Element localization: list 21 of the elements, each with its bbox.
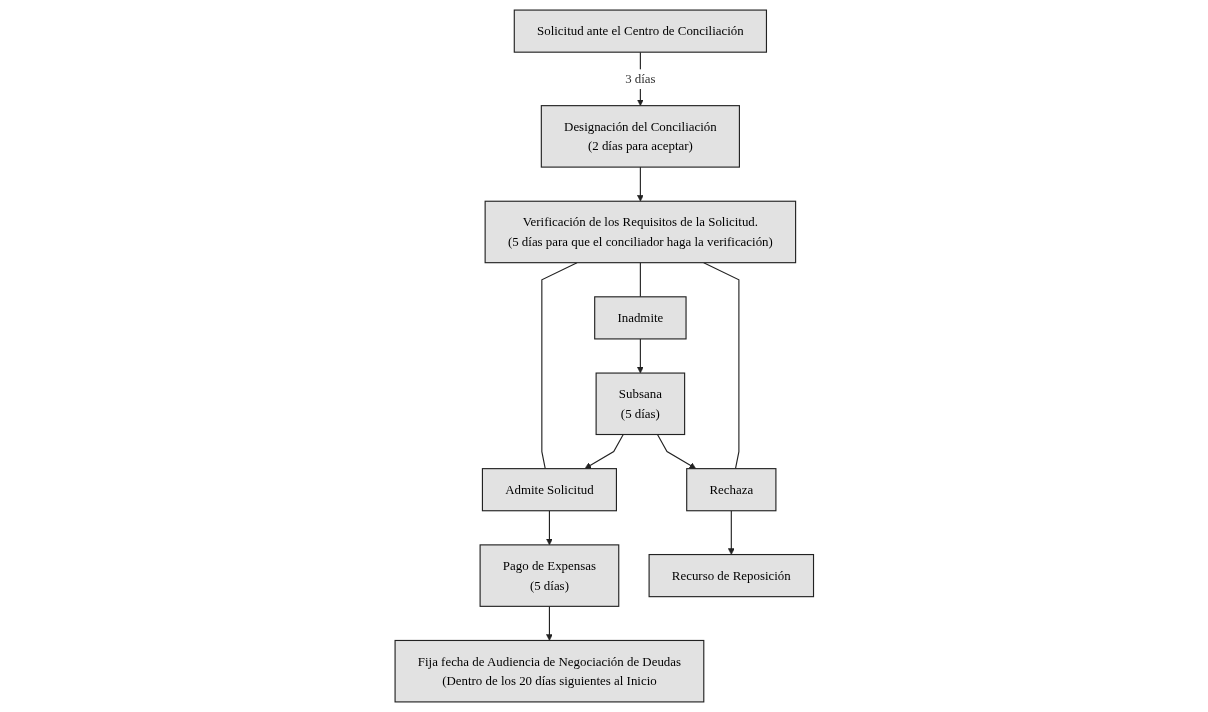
node-box: Inadmite: [593, 296, 687, 340]
connector: [639, 262, 641, 298]
arrow: [584, 433, 624, 469]
node-box: Rechaza: [685, 468, 777, 512]
node-box: Subsana (5 días): [595, 372, 685, 436]
arrow: [727, 510, 735, 555]
node-box: Admite Solicitud: [481, 468, 617, 512]
connector: [702, 262, 740, 470]
node-box: Solicitud ante el Centro de Conciliación: [513, 9, 767, 53]
arrow: [545, 605, 553, 641]
arrow: [545, 510, 553, 546]
arrow: [636, 166, 644, 202]
node-box: Designación del Conciliación (2 días para aceptar): [540, 105, 740, 168]
node-box: Fija fecha de Audiencia de Negociación de Deudas (Dentro de los 20 días siguientes al Inicio: [394, 639, 705, 703]
arrow: [656, 433, 696, 469]
arrow: [636, 338, 644, 374]
node-box: Verificación de los Requisitos de la Solicitud. (5 días para que el conciliador haga la verificación): [484, 200, 796, 264]
node-box: Recurso de Reposición: [648, 554, 814, 598]
node-box: Pago de Expensas (5 días): [479, 544, 620, 607]
connector: [540, 262, 578, 470]
edge-label: 3 días: [624, 71, 656, 86]
